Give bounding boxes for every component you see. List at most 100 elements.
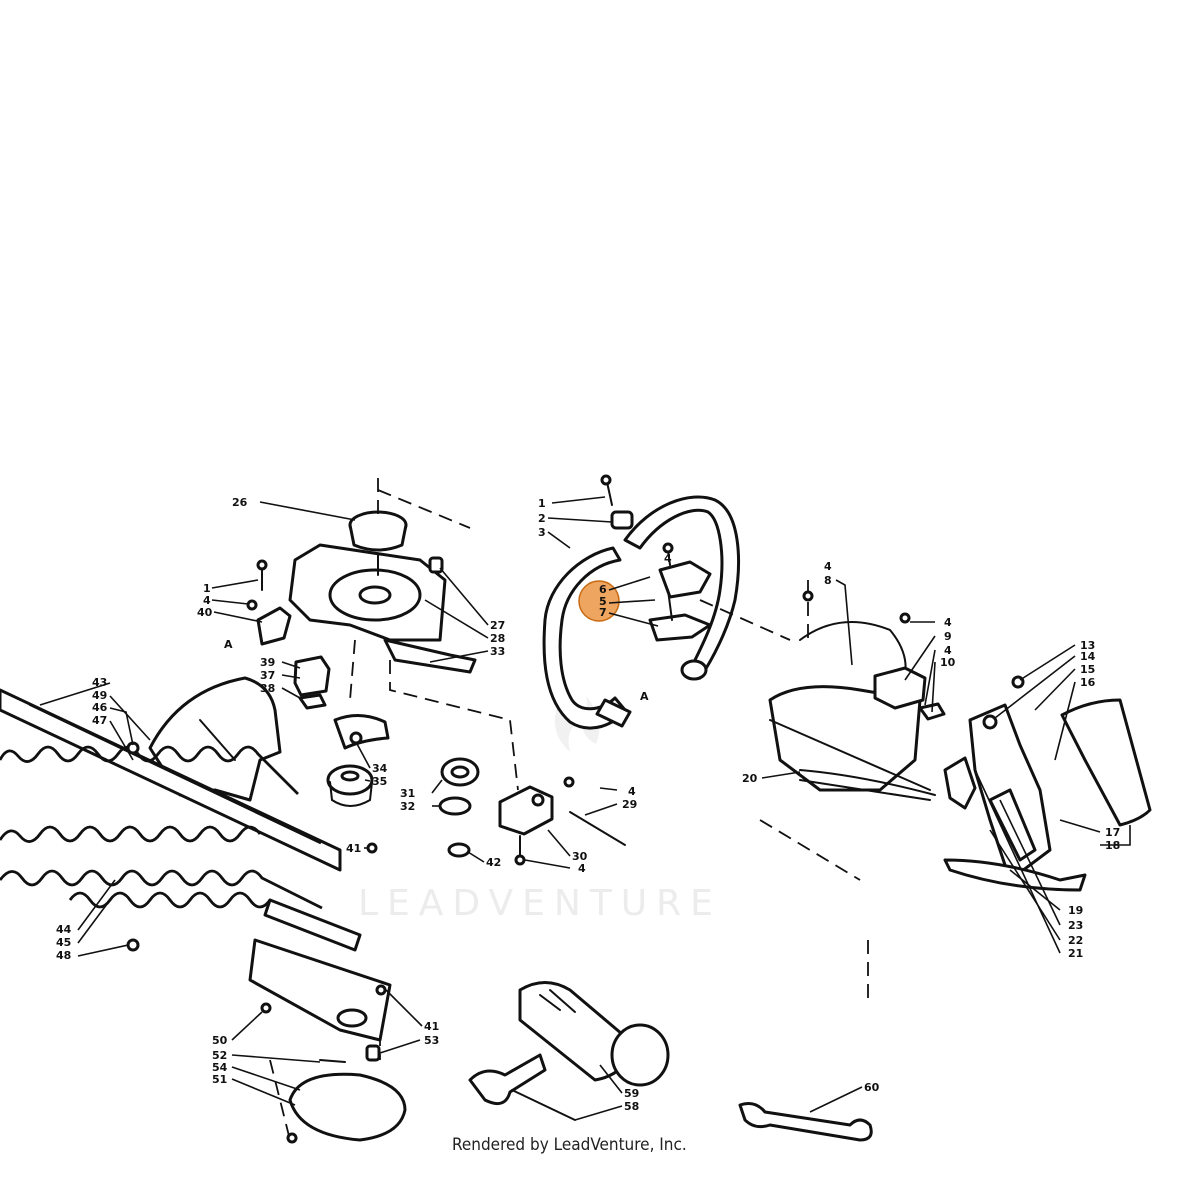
callout-number: 30	[572, 850, 588, 863]
lever-part	[256, 606, 292, 646]
handle-clamp	[600, 474, 712, 642]
blade-guard	[148, 676, 282, 802]
callout-number: 4	[944, 644, 952, 657]
ignition-module	[802, 590, 946, 721]
callout-number: 1	[538, 497, 546, 510]
callout-number: 26	[232, 496, 248, 509]
callout-number: 15	[1080, 663, 1095, 676]
ring-seal	[438, 796, 472, 858]
callout-number: 13	[1080, 639, 1095, 652]
callout-number: 17	[1105, 826, 1120, 839]
blade-bar	[0, 688, 342, 872]
highlight-marker[interactable]	[578, 580, 620, 622]
callout-number: 44	[56, 923, 72, 936]
gear-case-cover	[288, 543, 477, 674]
callout-number: 1	[203, 582, 211, 595]
callout-number: 46	[92, 701, 108, 714]
callout-number: 38	[260, 682, 275, 695]
spark-plug-wrench	[468, 1053, 576, 1121]
assembly-line	[759, 819, 861, 881]
callout-number: 4	[664, 552, 672, 565]
callout-number: 48	[56, 949, 71, 962]
blade-plate	[248, 898, 392, 1042]
assembly-line	[269, 1059, 291, 1141]
callout-number: 42	[486, 856, 501, 869]
callout-number: 43	[92, 676, 107, 689]
callout-number: 10	[940, 656, 956, 669]
callout-number: 40	[197, 606, 213, 619]
callout-number: 18	[1105, 839, 1120, 852]
callout-number: 59	[624, 1087, 639, 1100]
callout-number: 39	[260, 656, 275, 669]
cable-part	[563, 776, 626, 846]
callout-number: 5	[599, 595, 607, 608]
lower-cutter-blade	[0, 825, 323, 927]
callout-number: 52	[212, 1049, 227, 1062]
footer-credit: Rendered by LeadVenture, Inc.	[452, 1135, 687, 1155]
blade-bolts	[126, 741, 387, 1062]
callout-number: 23	[1068, 919, 1083, 932]
callout-number: 47	[92, 714, 107, 727]
callout-number: 14	[1080, 650, 1096, 663]
gear-housing-bolts	[246, 556, 444, 611]
callout-number: 41	[346, 842, 361, 855]
callout-number: 35	[372, 775, 387, 788]
callout-number: 32	[400, 800, 415, 813]
callout-number: 22	[1068, 934, 1083, 947]
callout-number: 4	[203, 594, 211, 607]
air-filter-element	[518, 981, 670, 1087]
callout-number: 19	[1068, 904, 1083, 917]
screw	[366, 842, 378, 854]
callout-number: 20	[742, 772, 758, 785]
callout-number: 29	[622, 798, 637, 811]
drive-gear	[326, 764, 374, 807]
callout-reference: A	[640, 690, 649, 703]
throttle-cable	[799, 769, 936, 796]
assembly-line	[349, 639, 356, 701]
callout-number: 9	[944, 630, 952, 643]
callout-number: 2	[538, 512, 546, 525]
bottom-cover	[286, 1059, 407, 1144]
callout-number: 8	[824, 574, 832, 587]
callout-number: 28	[490, 632, 505, 645]
callout-number: 54	[212, 1061, 228, 1074]
connecting-rod	[498, 785, 554, 866]
callout-number: 51	[212, 1073, 227, 1086]
callout-number: 58	[624, 1100, 639, 1113]
assembly-line	[377, 489, 471, 529]
callout-number: 31	[400, 787, 415, 800]
watermark-text: LEADVENTURE	[358, 883, 722, 924]
callout-number: 4	[628, 785, 636, 798]
callout-number: 16	[1080, 676, 1096, 689]
callout-labels: 1 2 3 4 6 5 7 A 4 8 4 9 4 10 13 14 15 16…	[39, 496, 1131, 1121]
air-cleaner-cover	[1060, 698, 1152, 827]
callout-number: 27	[490, 619, 505, 632]
callout-number: 7	[599, 606, 607, 619]
callout-number: 4	[944, 616, 952, 629]
callout-number: 60	[864, 1081, 880, 1094]
callout-number: 34	[372, 762, 388, 775]
engine-body	[768, 621, 931, 801]
callout-number: 50	[212, 1034, 228, 1047]
callout-number: 37	[260, 669, 275, 682]
callout-number: 21	[1068, 947, 1083, 960]
callout-number: 4	[578, 862, 586, 875]
crank-plate	[333, 714, 390, 750]
callout-number: 45	[56, 936, 71, 949]
callout-number: 53	[424, 1034, 439, 1047]
cup-part	[348, 510, 408, 576]
callout-number: 49	[92, 689, 107, 702]
assembly-line	[699, 599, 791, 641]
bearing	[440, 757, 480, 787]
callout-number: 6	[599, 583, 607, 596]
callout-number: 33	[490, 645, 505, 658]
switch-part	[293, 655, 331, 710]
callout-number: 4	[824, 560, 832, 573]
callout-number: 41	[424, 1020, 439, 1033]
callout-number: 3	[538, 526, 546, 539]
front-handle-bar	[542, 495, 740, 730]
assembly-line	[389, 660, 519, 791]
open-end-wrench	[738, 1102, 873, 1142]
callout-reference: A	[224, 638, 233, 651]
